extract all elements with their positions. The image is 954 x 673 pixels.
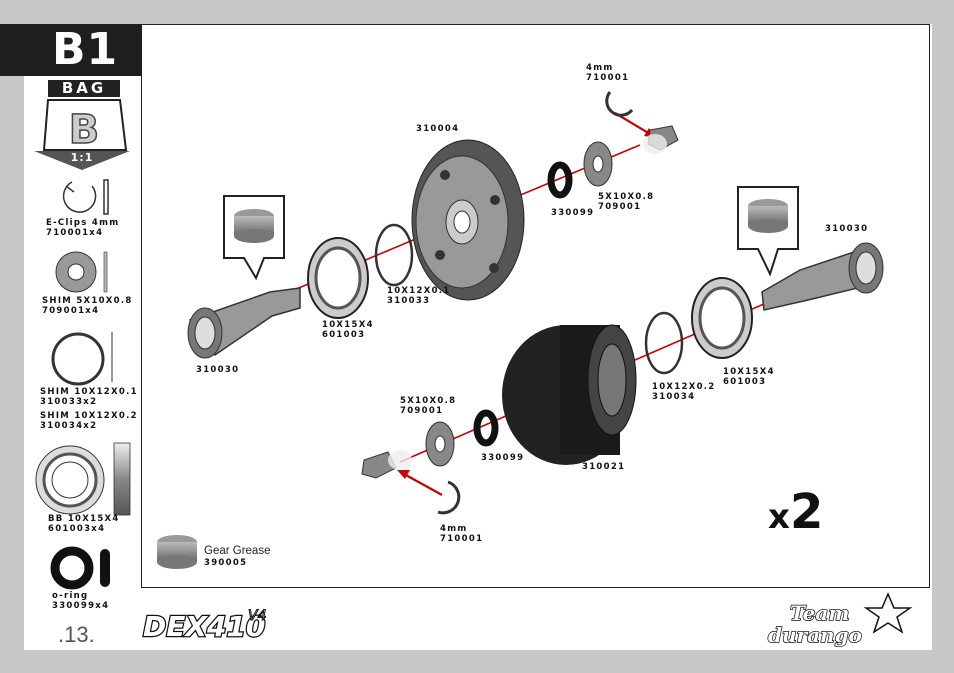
outdrive-right: [761, 242, 884, 311]
thin-shim-bottom: [644, 311, 684, 375]
oring-bottom: [473, 409, 499, 447]
oring-top: [547, 161, 573, 199]
bag-label: BAG: [48, 80, 120, 97]
pin-bottom: [361, 450, 412, 479]
bag-icon: B: [42, 99, 128, 154]
thin-shim-top: [374, 223, 414, 287]
ring-gear: [411, 139, 525, 301]
eclip-bottom: [437, 480, 461, 515]
bearing-right: [691, 277, 753, 359]
bearing-left: [307, 237, 369, 319]
scale-label: 1:1: [70, 151, 94, 164]
svg-text:B: B: [69, 107, 100, 153]
eclip-top: [605, 91, 634, 117]
arrow-bottom: [403, 473, 443, 496]
diff-case: [502, 324, 637, 465]
svg-text:durango: durango: [768, 623, 862, 647]
product-logo: DEX410 V4: [142, 608, 267, 645]
step-number: B1: [0, 24, 142, 76]
scale-banner: [34, 151, 130, 170]
outdrive-left: [187, 287, 301, 359]
bearing-icon: [35, 442, 131, 516]
callout-oring-top: 330099: [551, 208, 595, 218]
grease-code: 390005: [204, 558, 248, 568]
page-number: .13.: [58, 622, 95, 647]
eclip-icon: [62, 179, 109, 215]
shim-bottom: [425, 421, 455, 467]
callout-outdrive-left: 310030: [196, 365, 240, 375]
callout-case: 310021: [582, 462, 626, 472]
grease-name: Gear Grease: [204, 545, 271, 557]
quantity-count: 2: [789, 484, 824, 540]
pin-top: [643, 125, 679, 154]
svg-text:DEX410: DEX410: [143, 610, 265, 643]
callout-oring-bottom: 330099: [481, 453, 525, 463]
shim-top: [583, 141, 613, 187]
grease-tub-icon: [157, 535, 197, 569]
callout-gear: 310004: [416, 124, 460, 134]
oring-icon: [50, 546, 110, 590]
callout-outdrive-right: 310030: [825, 224, 869, 234]
grease-callout-right: [737, 186, 799, 277]
quantity-multiplier: x2: [768, 484, 823, 540]
shim-icon: [55, 251, 108, 293]
brand-logo: Team durango: [767, 592, 913, 648]
quantity-prefix: x: [768, 497, 790, 537]
thin-shim-icon: [51, 332, 113, 386]
grease-callout-left: [223, 195, 285, 281]
svg-text:V4: V4: [248, 608, 266, 624]
svg-text:Team: Team: [790, 601, 849, 625]
